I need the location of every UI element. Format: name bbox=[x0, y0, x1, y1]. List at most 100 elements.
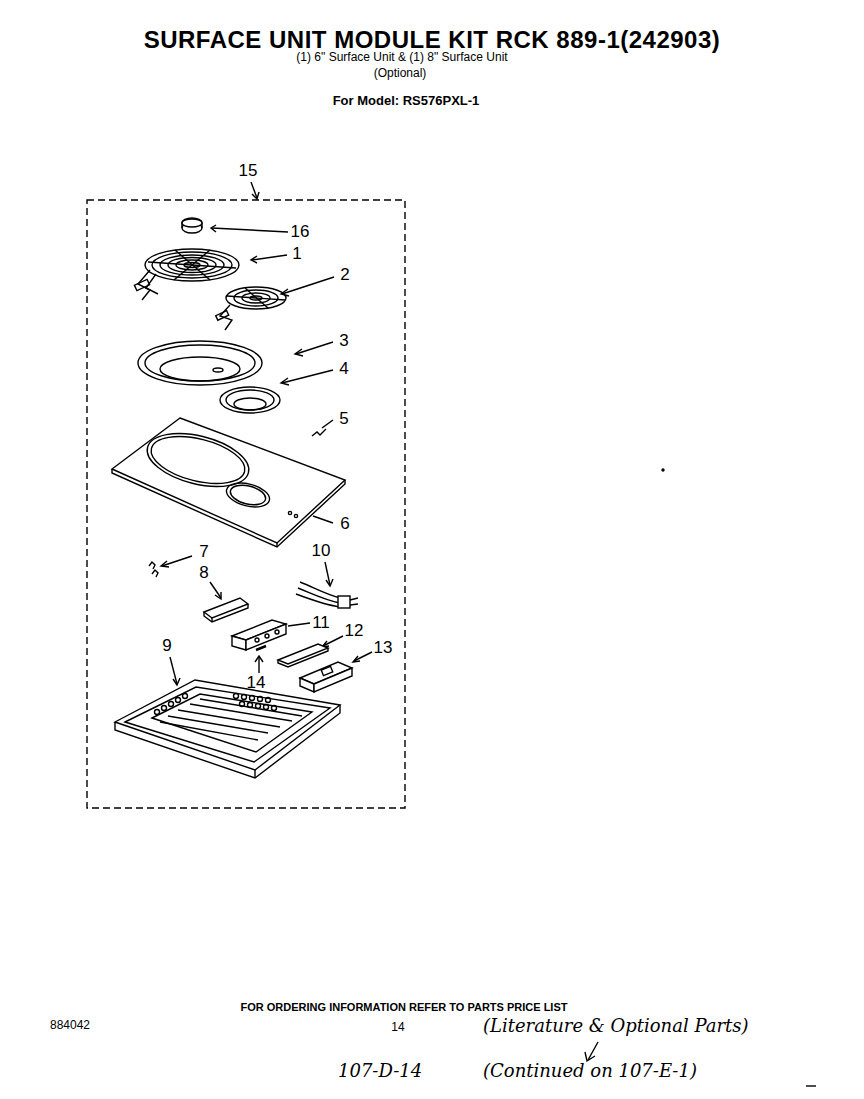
terminal-block bbox=[232, 636, 246, 650]
leader-lines bbox=[288, 623, 310, 626]
module-tray bbox=[125, 687, 330, 762]
tray-holes bbox=[169, 702, 174, 707]
tray-holes bbox=[256, 704, 261, 709]
module-tray bbox=[178, 710, 280, 727]
center-cap bbox=[182, 218, 202, 228]
small-surface-unit bbox=[226, 287, 286, 309]
bracket bbox=[211, 618, 212, 622]
wire-harness bbox=[296, 594, 340, 607]
leader-lines bbox=[296, 342, 333, 354]
tray-holes bbox=[176, 698, 181, 703]
small-drip-pan bbox=[234, 398, 266, 410]
leader-lines bbox=[322, 420, 333, 428]
tray-holes bbox=[248, 703, 253, 708]
leader-lines bbox=[353, 656, 360, 662]
subtitle: (1) 6" Surface Unit & (1) 8" Surface Uni… bbox=[296, 51, 507, 64]
bracket bbox=[204, 598, 248, 618]
handwritten-marks bbox=[585, 1052, 595, 1061]
handwritten-note: 107-D-14 bbox=[338, 1061, 422, 1081]
terminal-block bbox=[255, 638, 259, 642]
handwritten-marks bbox=[806, 1085, 816, 1086]
leader-lines bbox=[323, 636, 343, 646]
page-number: 14 bbox=[391, 1021, 404, 1034]
leader-lines bbox=[313, 516, 333, 523]
leader-lines bbox=[258, 657, 259, 673]
large-surface-unit bbox=[145, 249, 239, 281]
mounting-bracket bbox=[300, 678, 314, 692]
leader-lines bbox=[251, 256, 257, 263]
callout-number: 9 bbox=[162, 637, 171, 656]
clips bbox=[149, 562, 158, 577]
tray-holes bbox=[250, 696, 255, 701]
callout-number: 10 bbox=[312, 542, 331, 561]
leader-lines bbox=[215, 592, 221, 599]
leader-lines bbox=[281, 378, 289, 385]
kit-outline bbox=[87, 200, 405, 808]
page-title: SURFACE UNIT MODULE KIT RCK 889-1(242903… bbox=[144, 27, 721, 53]
top-plate bbox=[224, 479, 272, 511]
callout-number: 1 bbox=[292, 245, 301, 264]
top-plate bbox=[276, 543, 277, 547]
small-drip-pan bbox=[220, 387, 280, 413]
leader-lines bbox=[252, 192, 259, 199]
top-plate bbox=[112, 418, 345, 543]
large-drip-pan bbox=[160, 357, 240, 381]
tray-holes bbox=[155, 710, 160, 715]
drawing-number: 884042 bbox=[50, 1019, 90, 1032]
leader-lines bbox=[162, 556, 192, 566]
leader-lines bbox=[173, 678, 180, 685]
module-tray bbox=[168, 716, 268, 733]
small-surface-unit bbox=[245, 288, 268, 308]
wire-harness bbox=[350, 598, 358, 600]
wire-harness bbox=[338, 596, 350, 608]
terminal-block bbox=[275, 630, 279, 634]
small-drip-pan bbox=[220, 387, 280, 413]
wire-harness bbox=[296, 582, 358, 608]
handwritten-marks bbox=[662, 469, 664, 471]
callout-number: 5 bbox=[339, 410, 348, 429]
leader-lines bbox=[210, 582, 221, 598]
large-surface-unit bbox=[146, 274, 158, 294]
leader-lines bbox=[161, 561, 169, 567]
tray-holes bbox=[183, 694, 188, 699]
callout-number: 15 bbox=[239, 162, 258, 181]
callout-number: 8 bbox=[199, 564, 208, 583]
callout-number: 4 bbox=[339, 360, 348, 379]
insulator-strip bbox=[278, 648, 328, 667]
top-plate bbox=[228, 482, 267, 508]
mounting-bracket bbox=[300, 662, 352, 692]
leader-lines bbox=[212, 228, 288, 232]
handwritten-note: (Literature & Optional Parts) bbox=[483, 1016, 749, 1036]
callout-number: 3 bbox=[339, 332, 348, 351]
top-plate bbox=[112, 469, 345, 547]
terminal-block bbox=[232, 620, 286, 650]
model-number: For Model: RS576PXL-1 bbox=[333, 94, 480, 108]
large-surface-unit bbox=[175, 250, 210, 280]
tray-holes bbox=[155, 694, 277, 715]
leader-lines bbox=[326, 579, 333, 586]
wire-harness bbox=[300, 582, 340, 598]
callout-number: 12 bbox=[345, 622, 364, 641]
leader-lines bbox=[282, 370, 333, 383]
module-tray bbox=[160, 722, 258, 740]
callout-number: 11 bbox=[312, 614, 330, 633]
pin bbox=[256, 646, 266, 650]
leader-lines bbox=[295, 349, 303, 356]
leader-lines bbox=[255, 656, 263, 662]
leader-lines bbox=[354, 652, 372, 661]
module-tray bbox=[152, 694, 312, 752]
callout-number: 14 bbox=[247, 674, 266, 693]
module-tray bbox=[254, 770, 255, 778]
large-drip-pan bbox=[138, 341, 262, 385]
large-surface-unit bbox=[134, 279, 149, 290]
tray-holes bbox=[264, 705, 269, 710]
bracket bbox=[204, 598, 248, 622]
large-drip-pan bbox=[213, 368, 223, 372]
tray-holes bbox=[258, 697, 263, 702]
tray-holes bbox=[266, 698, 271, 703]
callout-number: 2 bbox=[340, 266, 349, 285]
mounting-bracket bbox=[321, 666, 333, 675]
small-drip-pan bbox=[226, 390, 274, 410]
